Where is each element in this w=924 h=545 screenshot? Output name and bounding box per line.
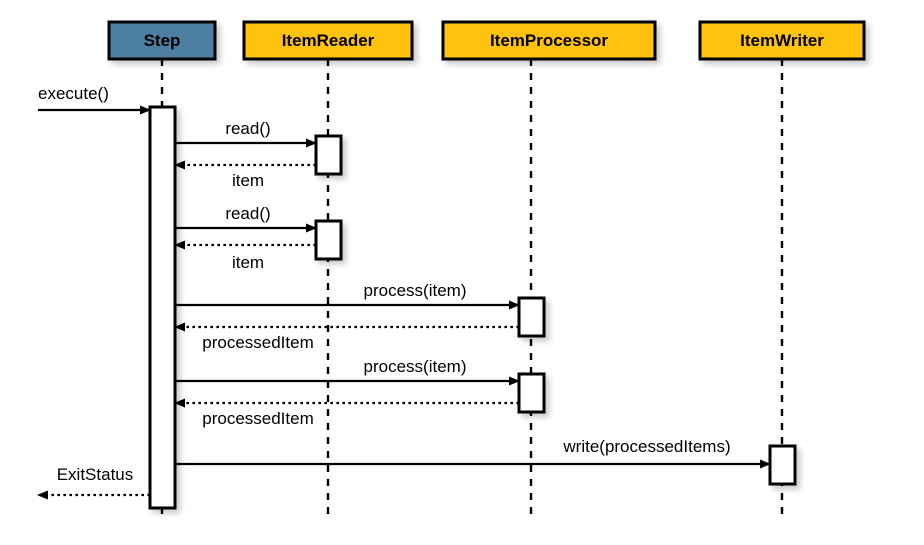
msg-item-1-label: item xyxy=(232,171,264,190)
msg-read-2-label: read() xyxy=(225,204,270,223)
msg-item-2-label: item xyxy=(232,253,264,272)
msg-write-label: write(processedItems) xyxy=(562,437,730,456)
activation-bar-itemreader xyxy=(314,134,343,176)
participant-label-itemreader: ItemReader xyxy=(282,31,375,50)
msg-processeditem-2-label: processedItem xyxy=(202,409,314,428)
participant-itemwriter[interactable]: ItemWriter xyxy=(698,20,866,61)
msg-item-2: item xyxy=(174,240,316,272)
msg-process-1: process(item) xyxy=(175,281,520,310)
msg-read-1-label: read() xyxy=(225,119,270,138)
activation-bar-itemwriter xyxy=(768,444,797,486)
participant-box-itemwriter[interactable] xyxy=(698,20,866,61)
msg-item-1: item xyxy=(174,160,316,190)
msg-processeditem-1: processedItem xyxy=(174,322,519,352)
participant-box-itemprocessor[interactable] xyxy=(441,20,657,61)
participant-box-itemreader[interactable] xyxy=(242,20,414,61)
msg-write: write(processedItems) xyxy=(175,437,771,469)
msg-exitstatus-label: ExitStatus xyxy=(57,465,134,484)
participant-step[interactable]: Step xyxy=(107,20,217,61)
activation-bar-step xyxy=(148,105,177,510)
messages-layer: execute() read() item read() item process(ite… xyxy=(37,84,771,500)
participant-label-step: Step xyxy=(144,31,181,50)
participant-label-itemprocessor: ItemProcessor xyxy=(490,31,608,50)
participant-itemreader[interactable]: ItemReader xyxy=(242,20,414,61)
msg-read-2: read() xyxy=(175,204,317,233)
activation-bar-itemprocessor xyxy=(517,372,546,414)
msg-process-2: process(item) xyxy=(175,357,520,386)
activation-bar-itemprocessor xyxy=(517,296,546,338)
activations-layer xyxy=(148,105,797,510)
msg-process-2-label: process(item) xyxy=(364,357,467,376)
msg-execute-label: execute() xyxy=(38,84,109,103)
participants-layer: Step ItemReader ItemProcessor ItemWriter xyxy=(107,20,866,61)
participant-label-itemwriter: ItemWriter xyxy=(740,31,824,50)
msg-processeditem-2: processedItem xyxy=(174,398,519,428)
msg-execute: execute() xyxy=(38,84,151,115)
participant-box-step[interactable] xyxy=(107,20,217,61)
msg-process-1-label: process(item) xyxy=(364,281,467,300)
msg-processeditem-1-label: processedItem xyxy=(202,333,314,352)
participant-itemprocessor[interactable]: ItemProcessor xyxy=(441,20,657,61)
activation-bar-itemreader xyxy=(314,219,343,261)
msg-exitstatus: ExitStatus xyxy=(37,465,150,500)
msg-read-1: read() xyxy=(175,119,317,148)
